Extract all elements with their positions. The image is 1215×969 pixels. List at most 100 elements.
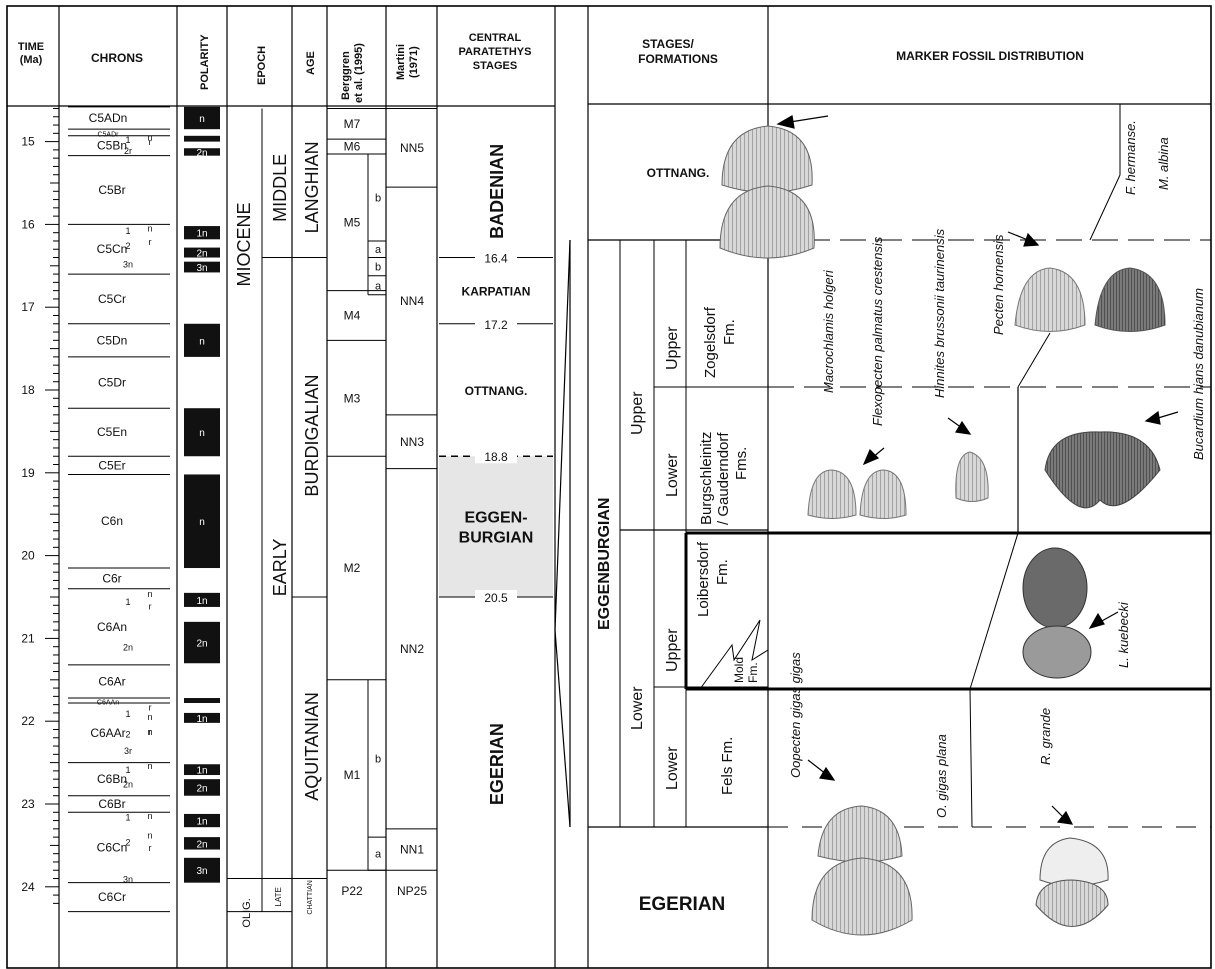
header-berggren-2: et al. (1995) — [353, 43, 365, 103]
polarity-label: 1n — [196, 596, 207, 607]
time-tick-label: 15 — [21, 135, 35, 149]
fossil-m-albina: M. albina — [1156, 137, 1171, 190]
time-tick-label: 23 — [21, 797, 35, 811]
polarity-label: 2n — [196, 839, 207, 850]
header-row: TIME (Ma) CHRONS POLARITY EPOCH AGE Berg… — [7, 32, 1211, 106]
time-tick-label: 20 — [21, 549, 35, 563]
chron-label: C5Cr — [98, 292, 126, 306]
substage-lower-b: Lower — [664, 746, 681, 790]
chron-label: C6r — [102, 571, 121, 585]
subchron-label: r — [149, 843, 152, 853]
subchron-label: r — [149, 601, 152, 611]
subchron-label: 1 — [125, 135, 130, 145]
berggren-label: P22 — [341, 884, 363, 898]
chron-label: C5ADn — [89, 111, 128, 125]
berggren-sub-label: b — [375, 192, 381, 204]
header-marker-fossil: MARKER FOSSIL DISTRIBUTION — [896, 49, 1084, 63]
chron-label: C5Dn — [97, 333, 128, 347]
fossil-bucardium-hians: Bucardium hians danubianum — [1191, 288, 1206, 460]
polarity-label: n — [199, 114, 205, 125]
berggren-label: M6 — [344, 140, 361, 154]
fossil-macrochlamis-holgeri: Macrochlamis holgeri — [821, 269, 836, 393]
fossil-r-grande: R. grande — [1038, 708, 1053, 765]
stage-eggenburgian: EGGENBURGIAN — [596, 498, 613, 630]
subchron-label: n — [147, 712, 152, 722]
age-column: LANGHIANBURDIGALIANAQUITANIANCHATTIAN — [292, 141, 327, 914]
formation-mold: Mold — [732, 657, 746, 683]
chron-label: C6An — [97, 620, 127, 634]
formation-mold-fm: Fm. — [746, 662, 760, 683]
chron-label: C6Br — [98, 797, 125, 811]
polarity-label: n — [199, 336, 205, 347]
polarity-label: 1n — [196, 766, 207, 777]
fossil-pecten-hornensis: Pecten hornensis — [991, 234, 1006, 335]
header-martini: Martini — [395, 44, 407, 80]
polarity-label: 1n — [196, 714, 207, 725]
subchron-label: n — [147, 761, 152, 771]
chron-label: C6Ar — [98, 674, 125, 688]
subchron-label: 1 — [125, 226, 130, 236]
age-label: CHATTIAN — [307, 880, 314, 914]
martini-label: NN2 — [400, 642, 424, 656]
header-time-unit: (Ma) — [20, 54, 43, 66]
formation-zogelsdorf: Zogelsdorf — [702, 306, 719, 378]
subchron-label: 1 — [125, 709, 130, 719]
berggren-label: M3 — [344, 391, 361, 405]
header-central: CENTRAL — [469, 32, 522, 44]
time-tick-label: 17 — [21, 300, 35, 314]
subchron-label: r — [149, 137, 152, 147]
paratethys-age-label: 18.8 — [484, 450, 508, 464]
stage-egerian: EGERIAN — [639, 894, 726, 915]
shell-hinnites — [956, 452, 988, 502]
martini-label: NN3 — [400, 435, 424, 449]
formation-burgschleinitz-fms: Fms. — [733, 447, 750, 480]
subchron-label: 2n — [123, 643, 133, 653]
paratethys-label: EGERIAN — [487, 723, 507, 805]
header-age: AGE — [305, 51, 317, 75]
martini-label: NN5 — [400, 141, 424, 155]
subchron-label: 3n — [123, 259, 133, 269]
header-stages: STAGES — [473, 60, 517, 72]
substage-upper-b: Upper — [664, 628, 681, 672]
shell-flexopecten — [808, 470, 906, 519]
shell-pecten-ottnang — [720, 126, 814, 258]
chron-label: C5Cn — [97, 242, 128, 256]
time-tick-label: 18 — [21, 383, 35, 397]
chron-label: C6n — [101, 514, 123, 528]
polarity-label: 3n — [196, 866, 207, 877]
chron-label: C5En — [97, 425, 127, 439]
chron-label: C6Cr — [98, 890, 126, 904]
header-paratethys: PARATETHYS — [459, 46, 532, 58]
stages-formations: OTTNANG. EGGENBURGIAN Upper Lower Upper … — [570, 166, 768, 915]
polarity-normal-band — [184, 698, 220, 703]
fossil-hinnites-brussonii: Hinnites brussonii taurinensis — [932, 228, 947, 398]
chron-label: C5Br — [98, 183, 125, 197]
formation-fels: Fels Fm. — [719, 737, 736, 795]
paratethys-label: KARPATIAN — [462, 285, 531, 299]
stage-upper: Upper — [629, 391, 646, 435]
chron-label: C5Bn — [97, 139, 127, 153]
polarity-label: 2n — [196, 783, 207, 794]
fossil-f-hermanse: F. hermanse. — [1123, 120, 1138, 195]
header-time: TIME — [18, 41, 44, 53]
subchron-label: r — [149, 237, 152, 247]
martini-label: NN1 — [400, 843, 424, 857]
marker-fossil-distribution: Macrochlamis holgeri Flexopecten palmatu… — [720, 104, 1211, 935]
polarity-label: 1n — [196, 817, 207, 828]
header-berggren: Berggren — [340, 51, 352, 100]
header-martini-2: (1971) — [408, 46, 420, 78]
epoch-label: OLIG. — [241, 898, 253, 927]
martini-label: NN4 — [400, 294, 424, 308]
substage-upper-a: Upper — [664, 326, 681, 370]
shell-loibersdorf — [1023, 548, 1091, 678]
berggren-column: M7M6M5M4M3M2M1P22bababa — [327, 108, 386, 897]
time-tick-label: 16 — [21, 217, 35, 231]
chron-label: C6Cn — [97, 840, 128, 854]
age-label: BURDIGALIAN — [302, 375, 322, 497]
formation-zogelsdorf-fm: Fm. — [721, 319, 738, 345]
subchron-label: 1 — [125, 597, 130, 607]
shell-bucardium — [1045, 432, 1160, 508]
epoch-sub-label: EARLY — [270, 539, 290, 597]
paratethys-label: OTTNANG. — [465, 384, 528, 398]
